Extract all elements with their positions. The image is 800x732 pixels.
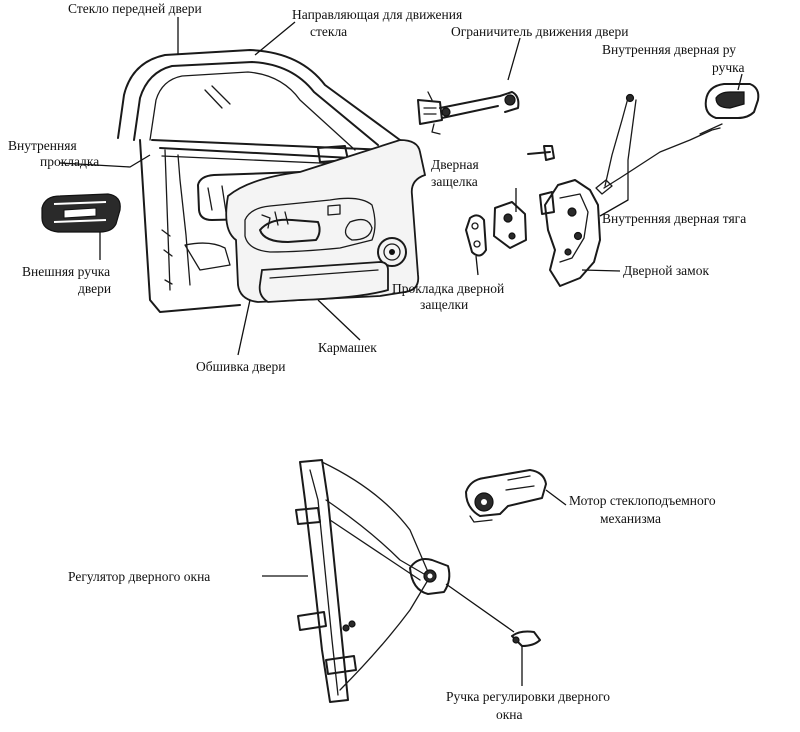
label-front-door-glass: Стекло передней двери: [68, 1, 202, 16]
door-check-drawing: [417, 91, 520, 135]
label-glass-guide-line2: стекла: [310, 24, 347, 39]
label-window-motor-line2: механизма: [600, 511, 661, 526]
label-latch-gasket-line2: защелки: [420, 297, 468, 312]
leader-lines: [59, 17, 743, 686]
leader-inner-rod: [599, 199, 629, 217]
window-crank-drawing: [511, 630, 541, 647]
label-window-motor-line1: Мотор стеклоподъемного: [569, 493, 716, 508]
window-motor-drawing: [465, 469, 547, 523]
leader-door-check: [507, 37, 521, 81]
label-window-regulator: Регулятор дверного окна: [68, 569, 210, 584]
door-trim-panel-drawing: [225, 139, 427, 303]
callout-labels: Стекло передней двери Направляющая для д…: [8, 1, 746, 722]
latch-and-lock-drawing: [465, 145, 601, 287]
label-latch-gasket-line1: Прокладка дверной: [392, 281, 504, 296]
label-glass-guide-line1: Направляющая для движения: [292, 7, 462, 22]
window-regulator-drawing: [295, 459, 451, 703]
inner-handle-and-rod-drawing: [595, 83, 760, 201]
outer-door-handle-drawing: [41, 193, 121, 233]
label-door-lock: Дверной замок: [623, 263, 709, 278]
label-inner-rod: Внутренняя дверная тяга: [602, 211, 746, 226]
label-outer-handle-line2: двери: [78, 281, 111, 296]
leader-latch-gasket: [475, 255, 479, 276]
label-inner-handle-line1: Внутренняя дверная ру: [602, 42, 736, 57]
leader-inner-handle: [737, 73, 743, 91]
label-inner-gasket-line1: Внутренняя: [8, 138, 77, 153]
label-window-crank-line1: Ручка регулировки дверного: [446, 689, 610, 704]
leader-door-trim: [237, 299, 251, 356]
label-window-crank-line2: окна: [496, 707, 523, 722]
label-inner-handle-line2: ручка: [712, 60, 744, 75]
label-door-latch-line1: Дверная: [431, 157, 479, 172]
leader-glass-guide: [254, 21, 296, 56]
leader-inner-gasket: [59, 154, 151, 168]
label-pocket: Кармашек: [318, 340, 377, 355]
leader-crank-to-drum: [445, 583, 515, 633]
leader-pocket: [317, 299, 361, 341]
label-door-check: Ограничитель движения двери: [451, 24, 628, 39]
label-door-trim: Обшивка двери: [196, 359, 285, 374]
leader-door-lock: [581, 269, 621, 272]
label-inner-gasket-line2: прокладка: [40, 154, 99, 169]
label-door-latch-line2: защелка: [431, 174, 478, 189]
label-outer-handle-line1: Внешняя ручка: [22, 264, 110, 279]
leader-window-motor: [545, 489, 567, 506]
